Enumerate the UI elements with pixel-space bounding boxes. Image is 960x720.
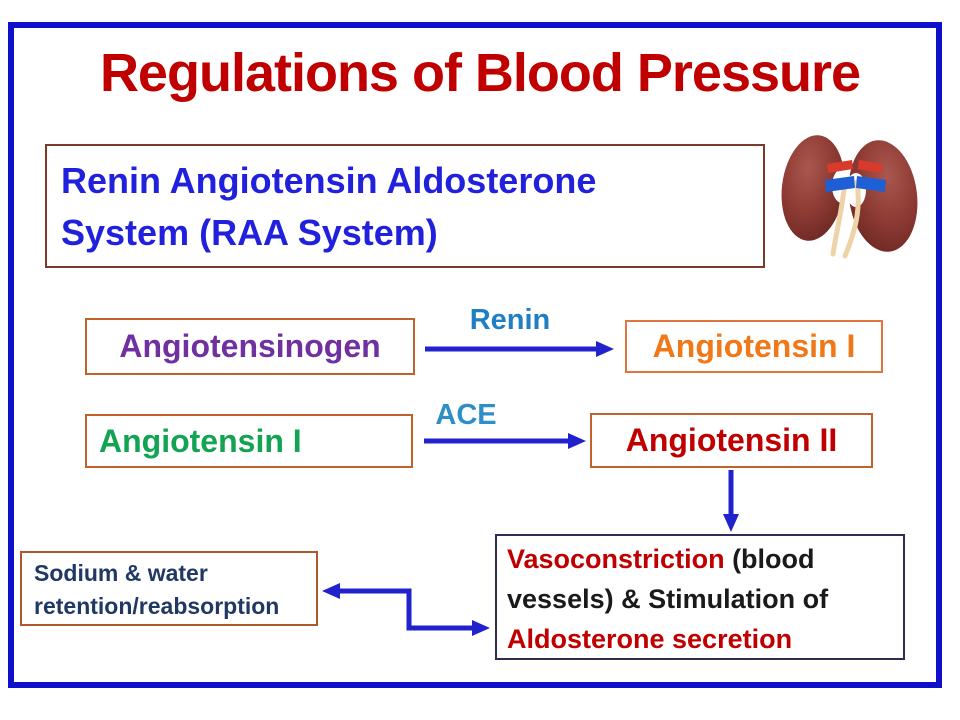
renal-vein-right xyxy=(856,176,886,192)
renal-artery-left xyxy=(827,160,853,173)
raa-heading-line1: Renin Angiotensin Aldosterone xyxy=(61,160,597,201)
angiotensin-ii-box: Angiotensin II xyxy=(590,413,873,468)
page-title: Regulations of Blood Pressure xyxy=(99,43,861,103)
raa-heading-line2: System (RAA System) xyxy=(61,212,438,253)
ureter-right xyxy=(842,179,861,259)
sodium-water-retention-box: Sodium & water retention/reabsorption xyxy=(20,551,318,626)
kidneys-icon xyxy=(781,135,918,259)
angiotensin-i-product-box: Angiotensin I xyxy=(625,320,883,373)
sodium-line2: retention/reabsorption xyxy=(34,593,280,619)
angiotensinogen-box: Angiotensinogen xyxy=(85,318,415,375)
angiotensin-i-product-label: Angiotensin I xyxy=(652,328,856,364)
raa-system-heading-box: Renin Angiotensin Aldosterone System (RA… xyxy=(45,144,765,268)
angiotensinogen-label: Angiotensinogen xyxy=(119,328,381,364)
renal-vein-left xyxy=(825,176,855,192)
angiotensin-i-substrate-box: Angiotensin I xyxy=(85,414,413,468)
vasoconstriction-effects-box: Vasoconstriction (blood vessels) & Stimu… xyxy=(495,534,905,660)
left-kidney-shape xyxy=(781,135,845,241)
blood-vessels-stimulation-text: (blood vessels) & Stimulation of xyxy=(507,544,829,614)
angiotensin-i-substrate-label: Angiotensin I xyxy=(99,422,302,459)
angiotensin-ii-label: Angiotensin II xyxy=(625,422,838,458)
renal-artery-right xyxy=(858,160,882,173)
ace-enzyme-label: ACE xyxy=(435,399,497,431)
vasoconstriction-text: Vasoconstriction xyxy=(507,544,733,574)
aldosterone-secretion-text: Aldosterone secretion xyxy=(507,624,793,654)
sodium-line1: Sodium & water xyxy=(34,560,208,586)
renin-enzyme-label: Renin xyxy=(469,304,551,336)
